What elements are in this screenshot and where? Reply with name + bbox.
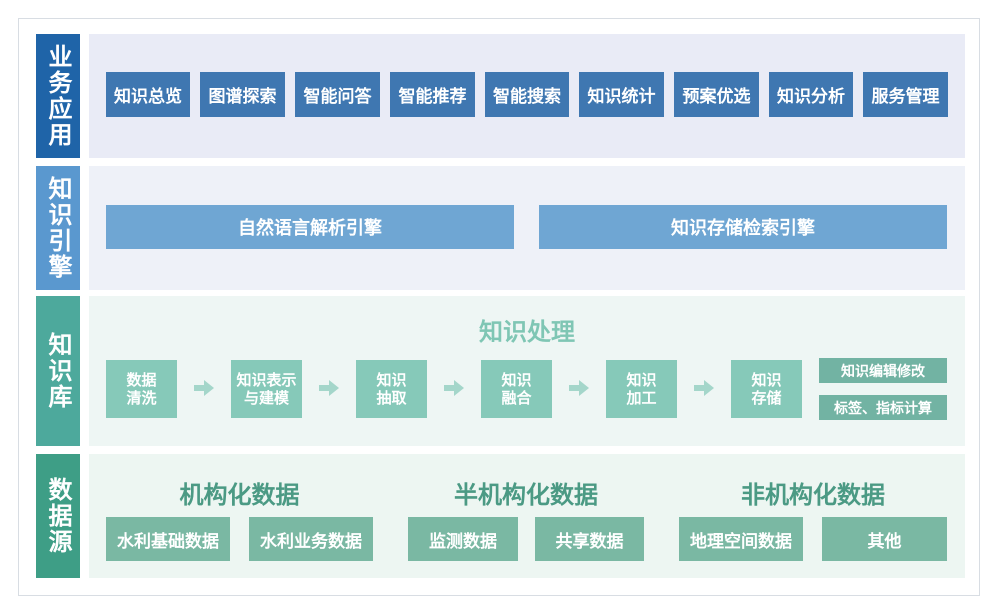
source-item-monitoring: 监测数据 (408, 517, 518, 561)
repo-step-extraction: 知识 抽取 (356, 360, 427, 418)
business-item-analysis: 知识分析 (769, 72, 853, 117)
business-item-service-mgmt: 服务管理 (863, 72, 948, 117)
source-item-business: 水利业务数据 (249, 517, 373, 561)
source-group-title-semi: 半机构化数据 (454, 481, 598, 509)
layer-label-source: 数据源 (36, 454, 80, 578)
source-item-basic: 水利基础数据 (106, 517, 230, 561)
arrow-icon (444, 380, 464, 396)
repo-extra-edit: 知识编辑修改 (819, 358, 947, 383)
business-panel: 知识总览 图谱探索 智能问答 智能推荐 智能搜索 知识统计 预案优选 知识分析 … (89, 34, 965, 158)
business-item-qa: 智能问答 (295, 72, 380, 117)
repo-extra-tag-metric: 标签、指标计算 (819, 395, 947, 420)
arrow-icon (319, 380, 339, 396)
engine-item-nlp: 自然语言解析引擎 (106, 205, 514, 249)
business-item-search: 智能搜索 (485, 72, 569, 117)
business-item-statistics: 知识统计 (579, 72, 664, 117)
repo-step-fusion: 知识 融合 (481, 360, 552, 418)
layer-label-business: 业务应用 (36, 34, 80, 158)
layer-label-repository: 知识库 (36, 296, 80, 446)
arrow-icon (569, 380, 589, 396)
repo-step-cleaning: 数据 清洗 (106, 360, 177, 418)
source-item-shared: 共享数据 (535, 517, 644, 561)
repo-step-processing: 知识 加工 (606, 360, 677, 418)
business-item-recommend: 智能推荐 (390, 72, 475, 117)
source-group-title-structured: 机构化数据 (179, 481, 300, 509)
arrow-icon (694, 380, 714, 396)
repository-title: 知识处理 (479, 318, 575, 346)
repo-step-storage: 知识 存储 (731, 360, 802, 418)
layer-label-engine: 知识引擎 (36, 166, 80, 290)
source-item-other: 其他 (822, 517, 947, 561)
source-item-geo: 地理空间数据 (679, 517, 803, 561)
arrow-icon (194, 380, 214, 396)
repo-step-modeling: 知识表示 与建模 (231, 360, 302, 418)
engine-panel: 自然语言解析引擎 知识存储检索引擎 (89, 166, 965, 290)
source-group-title-unstructured: 非机构化数据 (741, 481, 885, 509)
engine-item-storage-retrieval: 知识存储检索引擎 (539, 205, 947, 249)
business-item-graph-explore: 图谱探索 (200, 72, 285, 117)
repository-panel: 知识处理 数据 清洗 知识表示 与建模 知识 抽取 知识 融合 知识 加工 知识… (89, 296, 965, 446)
business-item-overview: 知识总览 (106, 72, 190, 117)
source-panel: 机构化数据 水利基础数据 水利业务数据 半机构化数据 监测数据 共享数据 非机构… (89, 454, 965, 578)
business-item-plan-select: 预案优选 (674, 72, 759, 117)
